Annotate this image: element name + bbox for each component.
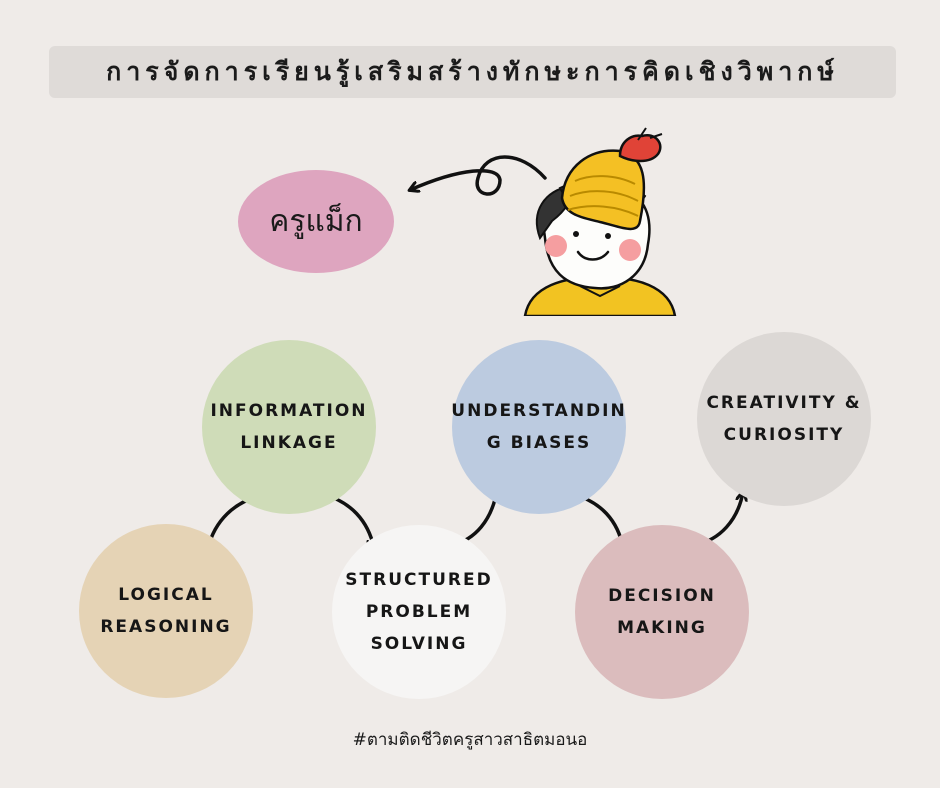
author-name: ครูแม็ก <box>269 204 363 239</box>
node-creativity-curiosity: CREATIVITY & CURIOSITY <box>697 332 871 506</box>
node-label: INFORMATION LINKAGE <box>210 401 368 453</box>
node-understanding-biases: UNDERSTANDIN G BIASES <box>451 340 626 514</box>
node-label: CREATIVITY & CURIOSITY <box>706 393 862 445</box>
title-bar: การจัดการเรียนรู้เสริมสร้างทักษะการคิดเช… <box>49 46 896 98</box>
node-structured-problem-solving: STRUCTURED PROBLEM SOLVING <box>332 525 506 699</box>
node-label: UNDERSTANDIN G BIASES <box>451 401 627 453</box>
arrow-information-to-structured <box>323 493 374 548</box>
page-title: การจัดการเรียนรู้เสริมสร้างทักษะการคิดเช… <box>106 57 839 86</box>
author-name-bubble: ครูแม็ก <box>238 170 394 273</box>
node-decision-making: DECISION MAKING <box>575 525 749 699</box>
node-label: LOGICAL REASONING <box>100 585 232 637</box>
node-information-linkage: INFORMATION LINKAGE <box>202 340 376 514</box>
footer-hashtag: #ตามติดชีวิตครูสาวสาธิตมอนอ <box>352 730 588 750</box>
node-label: DECISION MAKING <box>608 586 716 638</box>
avatar-illustration <box>523 127 677 316</box>
node-logical-reasoning: LOGICAL REASONING <box>79 524 253 698</box>
node-label: STRUCTURED PROBLEM SOLVING <box>345 570 493 654</box>
